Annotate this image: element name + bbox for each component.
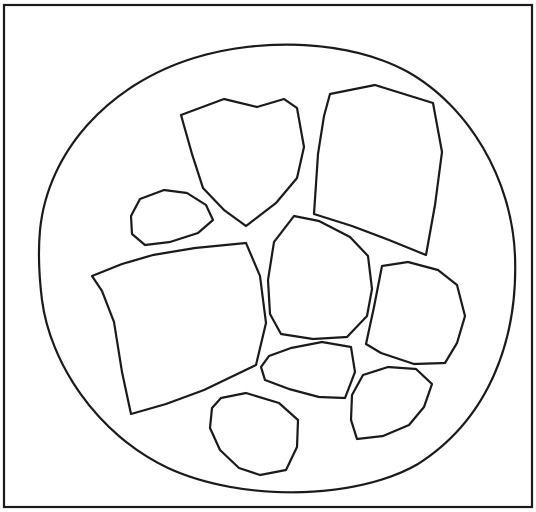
fragment-small-left [131, 190, 213, 245]
fragment-center [268, 216, 372, 339]
figure-frame [4, 5, 532, 507]
fragment-bottom-right [351, 367, 432, 439]
fragment-bottom-center [210, 393, 298, 475]
fragment-top-center [181, 99, 304, 226]
fragment-large-left [92, 243, 266, 414]
fragment-center-small [261, 342, 355, 398]
fragment-mid-right [366, 262, 465, 364]
